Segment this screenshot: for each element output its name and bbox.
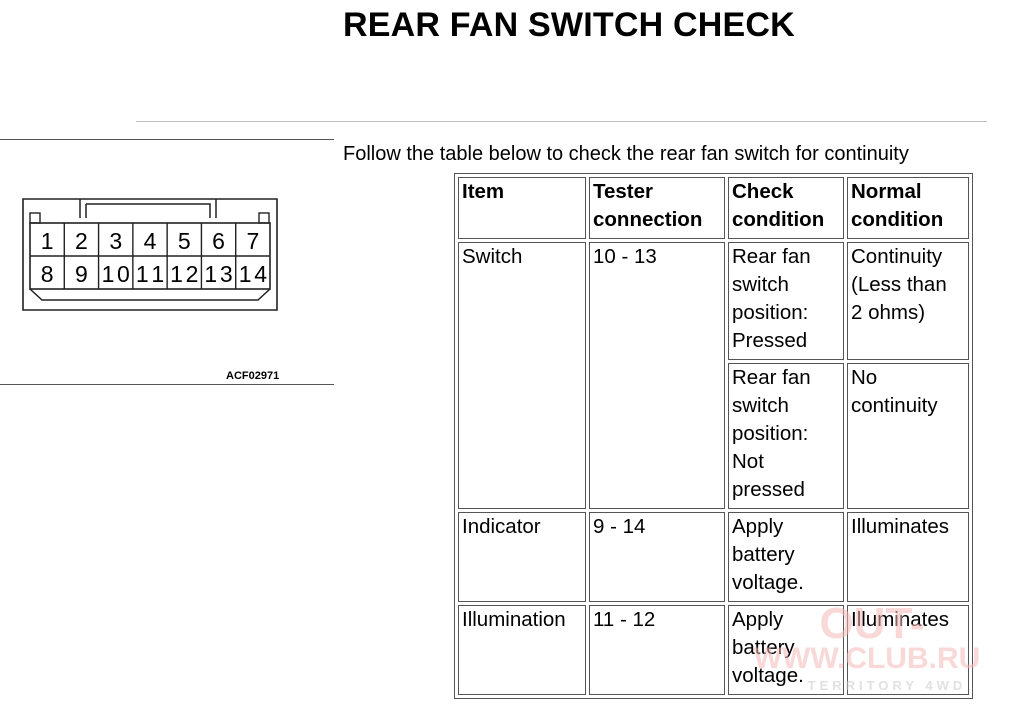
cell-check-condition: Apply battery voltage. bbox=[728, 512, 844, 602]
header-normal-condition: Normal condition bbox=[847, 177, 969, 239]
cell-line: condition bbox=[851, 208, 944, 231]
page-title: REAR FAN SWITCH CHECK bbox=[343, 6, 795, 44]
connector-tab-right bbox=[258, 212, 270, 224]
cell-tester-connection: 11 - 12 bbox=[589, 605, 725, 695]
figure-code: ACF02971 bbox=[226, 370, 280, 382]
cell-line: Pressed bbox=[732, 329, 808, 352]
table-row: Switch 10 - 13 Rear fan switch position: Pr… bbox=[458, 242, 969, 509]
table-row: Illumination 11 - 12 Apply battery voltage… bbox=[458, 605, 969, 695]
cell-tester-connection: 9 - 14 bbox=[589, 512, 725, 602]
table-row: Rear fan switch position: Not pressed No cont… bbox=[458, 363, 969, 509]
connector-pin-5: 5 bbox=[178, 228, 191, 254]
connector-pin-3: 3 bbox=[109, 228, 122, 254]
connector-pin-6: 6 bbox=[212, 228, 225, 254]
header-tester-connection: Tester connection bbox=[589, 177, 725, 239]
connector-pin-1: 1 bbox=[41, 228, 54, 254]
cell-line: 2 ohms) bbox=[851, 301, 926, 324]
connector-pin-11: 11 bbox=[136, 261, 164, 287]
cell-line: switch bbox=[732, 273, 789, 296]
cell-check-condition: Rear fan switch position: Not pressed bbox=[728, 363, 844, 509]
figure-bottom-divider bbox=[0, 384, 334, 385]
cell-line: pressed bbox=[732, 478, 805, 501]
cell-item: Switch bbox=[458, 242, 586, 509]
connector-pin-9: 9 bbox=[75, 261, 88, 287]
cell-line: voltage. bbox=[732, 571, 804, 594]
cell-line: voltage. bbox=[732, 664, 804, 687]
title-divider bbox=[136, 121, 987, 122]
intro-text: Follow the table below to check the rear… bbox=[343, 143, 909, 165]
connector-pin-12: 12 bbox=[170, 261, 198, 287]
connector-key bbox=[29, 288, 271, 301]
cell-line: position: bbox=[732, 422, 809, 445]
cell-line: Normal bbox=[851, 180, 922, 203]
cell-line: Apply bbox=[732, 515, 784, 538]
cell-line: Item bbox=[462, 180, 505, 203]
connector-tab-left bbox=[29, 212, 41, 224]
cell-line: Not bbox=[732, 450, 764, 473]
cell-line: battery bbox=[732, 543, 795, 566]
table-row: Indicator 9 - 14 Apply battery voltage. Il… bbox=[458, 512, 969, 602]
cell-line: Continuity bbox=[851, 245, 943, 268]
connector-pin-2: 2 bbox=[75, 228, 88, 254]
continuity-table: Item Tester connection Check condition Nor… bbox=[454, 173, 973, 699]
connector-latch bbox=[79, 199, 217, 218]
cell-line: Apply bbox=[732, 608, 784, 631]
cell-line: connection bbox=[593, 208, 703, 231]
cell-normal-condition: No continuity bbox=[847, 363, 969, 509]
cell-line: continuity bbox=[851, 394, 938, 417]
cell-line: condition bbox=[732, 208, 825, 231]
connector-pin-13: 13 bbox=[204, 261, 232, 287]
connector-pin-7: 7 bbox=[246, 228, 259, 254]
cell-normal-condition: Continuity (Less than 2 ohms) bbox=[847, 242, 969, 360]
figure-top-divider bbox=[0, 139, 334, 140]
connector-pin-4: 4 bbox=[144, 228, 157, 254]
connector-pin-8: 8 bbox=[41, 261, 54, 287]
header-item: Item bbox=[458, 177, 586, 239]
cell-item: Indicator bbox=[458, 512, 586, 602]
cell-check-condition: Apply battery voltage. bbox=[728, 605, 844, 695]
connector-pin-10: 10 bbox=[102, 261, 130, 287]
cell-item: Illumination bbox=[458, 605, 586, 695]
cell-normal-condition: Illuminates bbox=[847, 512, 969, 602]
cell-line: Illuminates bbox=[851, 608, 949, 631]
cell-line: battery bbox=[732, 636, 795, 659]
cell-tester-connection: 10 - 13 bbox=[589, 242, 725, 509]
cell-line: No bbox=[851, 366, 878, 389]
cell-line: Rear fan bbox=[732, 366, 811, 389]
cell-line: Illuminates bbox=[851, 515, 949, 538]
cell-check-condition: Rear fan switch position: Pressed bbox=[728, 242, 844, 360]
cell-line: (Less than bbox=[851, 273, 947, 296]
cell-line: position: bbox=[732, 301, 809, 324]
connector-pin-14: 14 bbox=[239, 261, 267, 287]
header-check-condition: Check condition bbox=[728, 177, 844, 239]
cell-line: Rear fan bbox=[732, 245, 811, 268]
cell-line: switch bbox=[732, 394, 789, 417]
connector-housing bbox=[22, 198, 278, 311]
cell-normal-condition: Illuminates bbox=[847, 605, 969, 695]
table-header-row: Item Tester connection Check condition Nor… bbox=[458, 177, 969, 239]
cell-line: Tester bbox=[593, 180, 654, 203]
cell-line: Check bbox=[732, 180, 794, 203]
